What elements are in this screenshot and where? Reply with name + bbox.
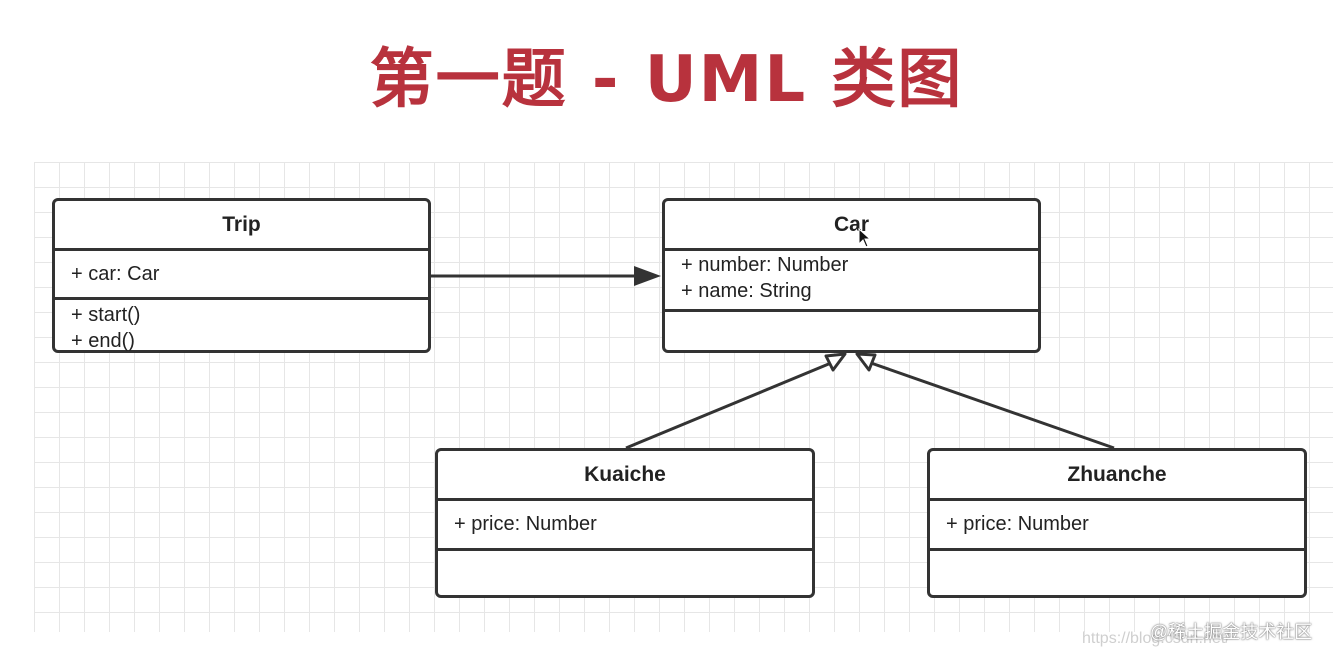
generalization-line-kuaiche-car <box>625 361 832 450</box>
attribute: + price: Number <box>454 513 597 535</box>
attributes-compartment: + number: Number + name: String <box>665 251 1038 312</box>
attributes-compartment: + car: Car <box>55 251 428 300</box>
operations-compartment: + start() + end() <box>55 300 428 354</box>
source-url: https://blog.csdn.net/ <box>1082 630 1230 647</box>
attribute: + price: Number <box>946 513 1089 535</box>
association-arrowhead <box>634 266 661 286</box>
class-name: Zhuanche <box>930 451 1304 501</box>
attribute: + car: Car <box>71 263 160 285</box>
attribute: + number: Number <box>681 254 849 276</box>
operation: + end() <box>71 330 135 352</box>
attributes-compartment: + price: Number <box>438 501 812 551</box>
class-name: Kuaiche <box>438 451 812 501</box>
generalization-arrowhead-kuaiche <box>824 352 847 372</box>
attribute: + name: String <box>681 280 812 302</box>
attributes-compartment: + price: Number <box>930 501 1304 551</box>
class-kuaiche[interactable]: Kuaiche + price: Number <box>435 448 815 598</box>
generalization-arrowhead-zhuanche <box>855 352 877 372</box>
class-name: Trip <box>55 201 428 251</box>
operation: + start() <box>71 304 141 326</box>
class-car[interactable]: Car + number: Number + name: String <box>662 198 1041 353</box>
class-name: Car <box>665 201 1038 251</box>
page-title: 第一题 - UML 类图 <box>369 43 964 117</box>
class-zhuanche[interactable]: Zhuanche + price: Number <box>927 448 1307 598</box>
watermark: @稀土掘金技术社区 <box>1150 622 1313 642</box>
mouse-cursor-icon <box>858 228 872 248</box>
class-trip[interactable]: Trip + car: Car + start() + end() <box>52 198 431 353</box>
generalization-line-zhuanche-car <box>870 361 1115 450</box>
